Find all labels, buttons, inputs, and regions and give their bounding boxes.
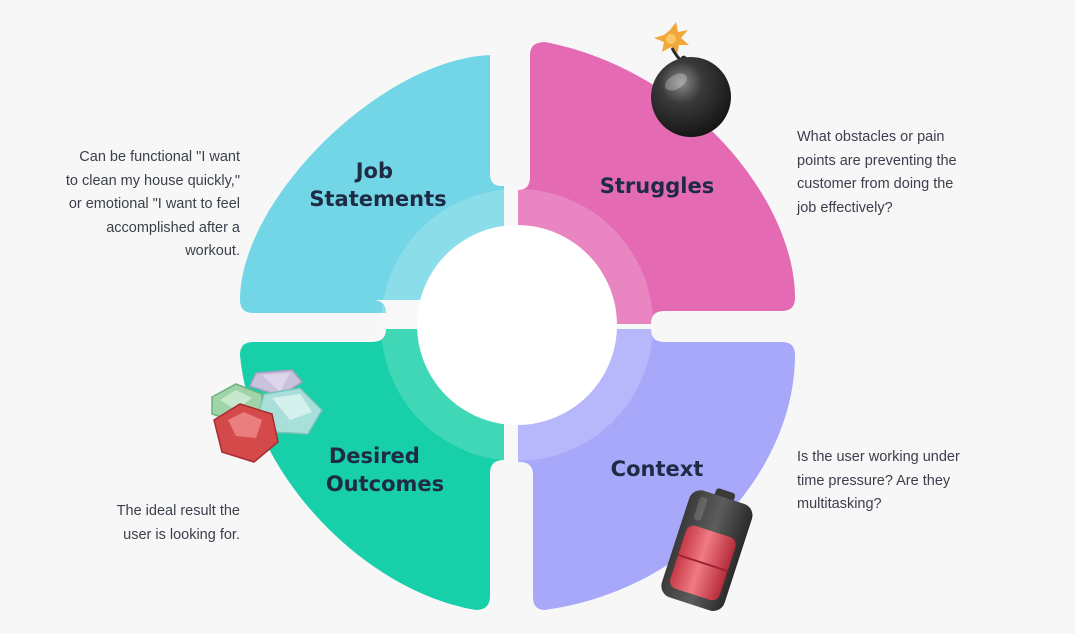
label-context: Context: [611, 457, 704, 481]
center-circle: [417, 225, 617, 425]
quadrant-context: [518, 329, 795, 610]
quadrant-job-statements: [240, 55, 504, 313]
battery-icon: [661, 488, 753, 611]
label-desired-outcomes: Desired Outcomes: [326, 444, 444, 496]
job-statements-description: Can be functional "I want to clean my ho…: [65, 149, 240, 259]
context-description: Is the user working under time pressure?…: [797, 449, 960, 512]
quadrant-struggles: [518, 42, 795, 324]
inner-ring: [381, 189, 653, 461]
label-job-statements: Job Statements: [309, 159, 446, 211]
label-struggles: Struggles: [600, 174, 714, 198]
bomb-icon: [651, 22, 731, 137]
desired-outcomes-description: The ideal result the user is looking for…: [116, 503, 240, 543]
gems-icon: [211, 369, 323, 463]
struggles-description: What obstacles or pain points are preven…: [797, 129, 957, 216]
